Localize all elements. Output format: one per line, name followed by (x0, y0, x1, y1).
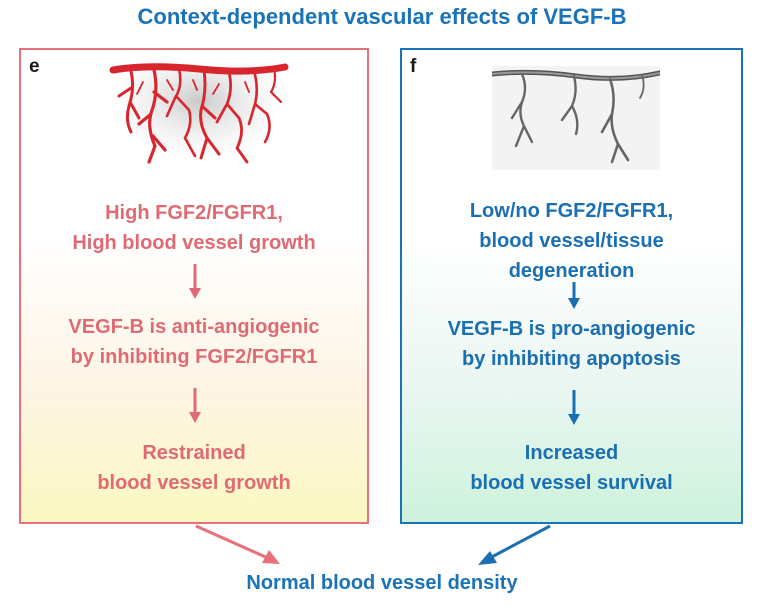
panel-e-condition: High FGF2/FGFR1, High blood vessel growt… (21, 198, 367, 258)
panel-f-arrow-1 (568, 282, 580, 309)
panel-f-condition-line-2: blood vessel/tissue (479, 230, 664, 252)
panel-e: e High FGF2/FGFR1, High blood vessel gro… (19, 48, 369, 524)
panel-f-letter: f (410, 56, 417, 77)
panel-e-effect-line-2: by inhibiting FGF2/FGFR1 (70, 346, 318, 368)
panel-e-arrow-1 (189, 264, 201, 299)
dense-vessel-illustration (109, 63, 289, 173)
panel-e-condition-line-1: High FGF2/FGFR1, (105, 202, 283, 224)
panel-e-outcome-line-2: blood vessel growth (97, 472, 291, 494)
panel-e-outcome: Restrained blood vessel growth (21, 438, 367, 498)
panel-e-condition-line-2: High blood vessel growth (72, 232, 316, 254)
panel-e-letter: e (29, 56, 40, 77)
arrow-from-panel-f (478, 524, 551, 565)
figure-title: Context-dependent vascular effects of VE… (137, 4, 627, 29)
panel-f-outcome-line-2: blood vessel survival (470, 472, 673, 494)
panel-f-effect-line-2: by inhibiting apoptosis (462, 348, 681, 370)
panel-e-arrow-2 (189, 388, 201, 423)
panel-f-effect-line-1: VEGF-B is pro-angiogenic (447, 318, 696, 340)
arrow-from-panel-e (195, 524, 280, 564)
panel-f-arrow-2 (568, 390, 580, 425)
panel-e-effect: VEGF-B is anti-angiogenic by inhibiting … (21, 312, 367, 372)
panel-f-effect: VEGF-B is pro-angiogenic by inhibiting a… (402, 314, 741, 374)
panel-f-outcome-line-1: Increased (524, 442, 619, 464)
panel-f-outcome: Increased blood vessel survival (402, 438, 741, 498)
panel-f: f Low/no FGF2/FGFR1, blood vessel/tissue… (400, 48, 743, 524)
sparse-vessel-illustration (492, 66, 660, 170)
panel-f-condition-line-3: degeneration (508, 260, 635, 282)
panel-e-effect-line-1: VEGF-B is anti-angiogenic (68, 316, 320, 338)
panel-f-condition: Low/no FGF2/FGFR1, blood vessel/tissue d… (402, 196, 741, 286)
conclusion-text: Normal blood vessel density (246, 572, 518, 594)
panel-f-condition-line-1: Low/no FGF2/FGFR1, (469, 200, 674, 222)
panel-e-outcome-line-1: Restrained (142, 442, 246, 464)
